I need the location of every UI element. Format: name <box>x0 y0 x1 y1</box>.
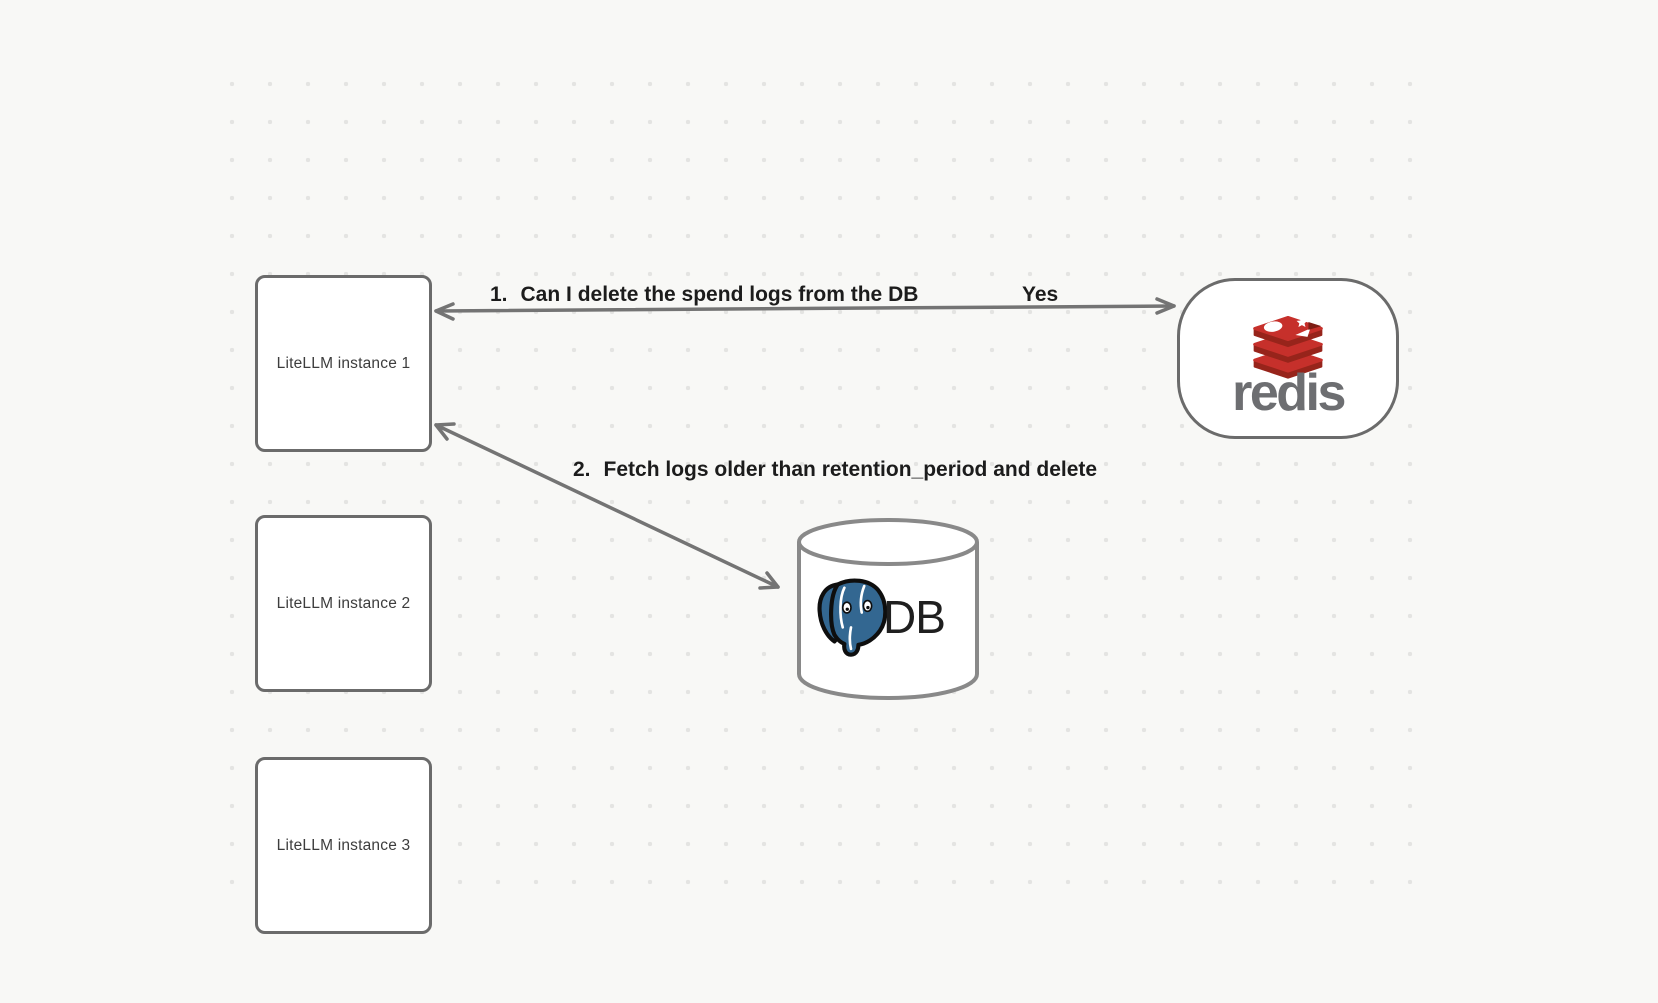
arrow-1-label: 1. Can I delete the spend logs from the D… <box>490 283 918 307</box>
redis-node: redis <box>1177 278 1399 439</box>
arrow-2-text: Fetch logs older than retention_period a… <box>603 458 1098 481</box>
litellm-instance-2-node: LiteLLM instance 2 <box>255 515 432 692</box>
litellm-instance-3-label: LiteLLM instance 3 <box>276 836 411 854</box>
litellm-instance-2-label: LiteLLM instance 2 <box>276 594 411 612</box>
arrow-1-number: 1. <box>490 283 508 306</box>
litellm-instance-1-label: LiteLLM instance 1 <box>276 354 411 372</box>
arrow-1-text: Can I delete the spend logs from the DB <box>520 283 919 306</box>
arrow-2-label: 2. Fetch logs older than retention_period… <box>573 458 1097 482</box>
postgres-db-node: DB <box>795 516 981 702</box>
litellm-instance-3-node: LiteLLM instance 3 <box>255 757 432 934</box>
arrow-1-response-label: Yes <box>1022 283 1059 306</box>
redis-logo-icon <box>1253 315 1323 379</box>
postgresql-elephant-icon <box>817 578 888 657</box>
arrow-2-number: 2. <box>573 458 591 481</box>
db-label: DB <box>883 591 946 643</box>
redis-wordmark: redis <box>1232 364 1346 422</box>
litellm-instance-1-node: LiteLLM instance 1 <box>255 275 432 452</box>
